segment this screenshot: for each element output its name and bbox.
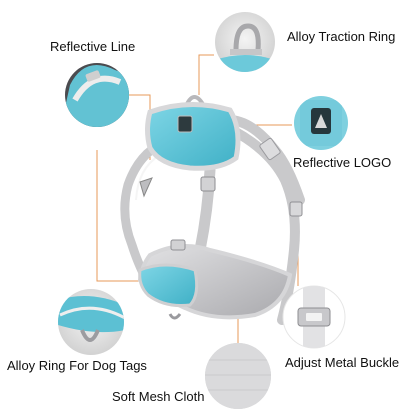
- callout-alloy-ring-tags: [58, 289, 124, 355]
- callout-reflective-logo: [294, 96, 348, 150]
- label-reflective-line: Reflective Line: [50, 39, 136, 54]
- callout-reflective-line: [65, 63, 129, 127]
- callout-alloy-traction-ring: [215, 12, 275, 72]
- label-soft-mesh-cloth: Soft Mesh Cloth: [112, 389, 205, 404]
- label-alloy-traction-ring: Alloy Traction Ring: [287, 29, 396, 44]
- harness: [120, 95, 305, 325]
- callout-adjust-metal-buckle: [282, 285, 346, 349]
- callout-soft-mesh-cloth: [205, 343, 271, 409]
- label-adjust-metal-buckle: Adjust Metal Buckle: [285, 355, 400, 370]
- label-alloy-ring-dog-tags: Alloy Ring For Dog Tags: [7, 358, 147, 373]
- leader-line-traction: [198, 54, 214, 95]
- label-reflective-logo: Reflective LOGO: [293, 155, 392, 170]
